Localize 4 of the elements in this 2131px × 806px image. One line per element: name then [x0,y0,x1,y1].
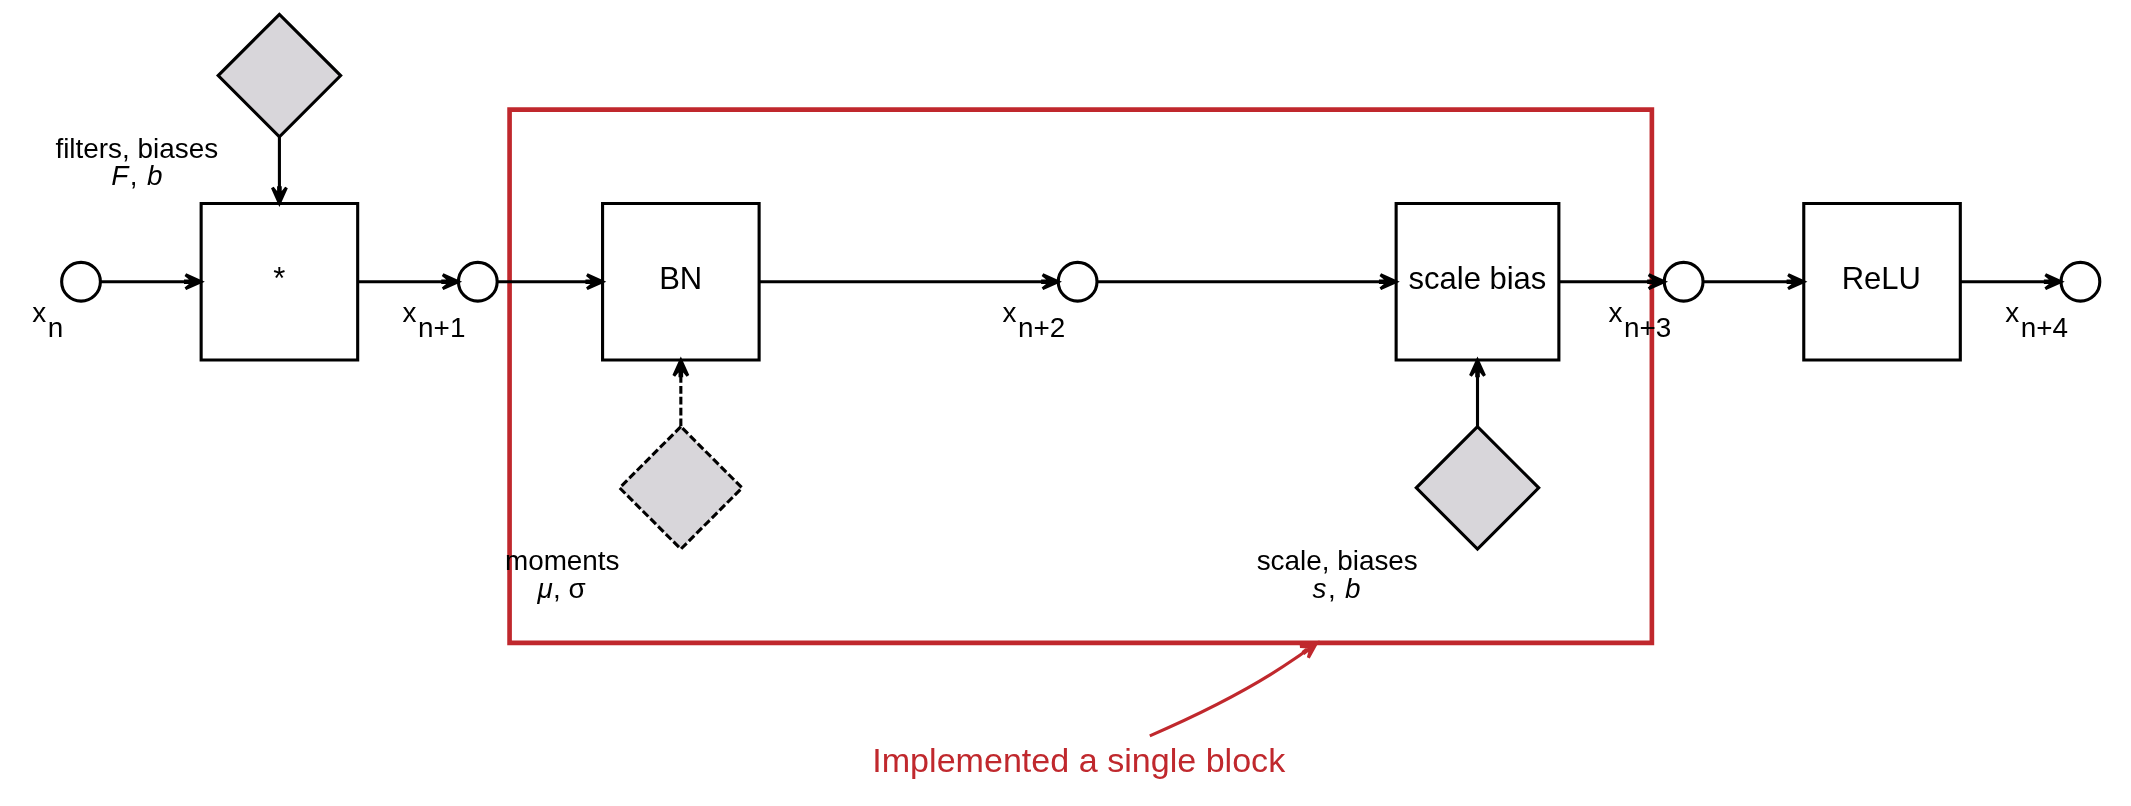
node-text: Implemented a single block [871,741,1285,780]
node-label: scale, biases [1256,544,1418,576]
node-label: μ, σ [536,572,586,604]
node-label: filters, biases [54,132,218,164]
